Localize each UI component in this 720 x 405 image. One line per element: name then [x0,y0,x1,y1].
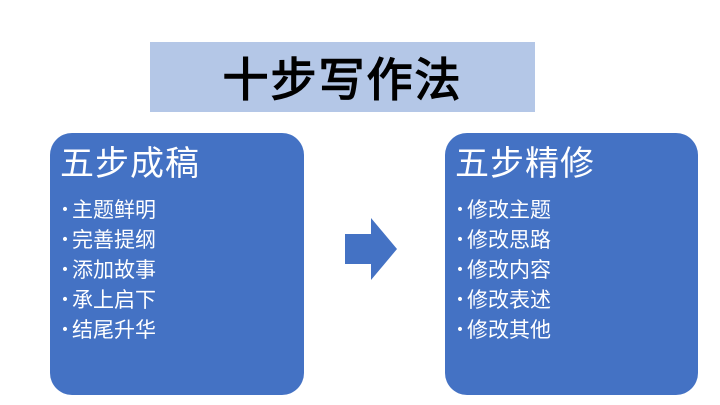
bullet-icon: • [455,322,465,338]
list-item-label: 修改思路 [467,228,551,252]
list-item-label: 结尾升华 [72,318,156,342]
list-item: •修改其他 [455,315,698,345]
bullet-icon: • [455,292,465,308]
page-title: 十步写作法 [222,53,463,107]
bullet-icon: • [60,202,70,218]
right-step-list: •修改主题 •修改思路 •修改内容 •修改表述 •修改其他 [455,195,698,345]
list-item: •结尾升华 [60,315,304,345]
list-item-label: 主题鲜明 [72,198,156,222]
list-item-label: 修改表述 [467,288,551,312]
list-item-label: 修改其他 [467,318,551,342]
right-arrow-icon [345,218,397,280]
list-item: •修改内容 [455,255,698,285]
right-box-title: 五步精修 [455,144,595,184]
list-item: •添加故事 [60,255,304,285]
list-item: •修改表述 [455,285,698,315]
bullet-icon: • [60,322,70,338]
list-item: •完善提纲 [60,225,304,255]
list-item-label: 修改内容 [467,258,551,282]
list-item-label: 完善提纲 [72,228,156,252]
bullet-icon: • [455,202,465,218]
list-item-label: 修改主题 [467,198,551,222]
left-box-title: 五步成稿 [60,144,200,184]
list-item-label: 添加故事 [72,258,156,282]
right-arrow-shape [345,218,397,280]
bullet-icon: • [60,292,70,308]
list-item: •修改主题 [455,195,698,225]
bullet-icon: • [455,232,465,248]
left-step-list: •主题鲜明 •完善提纲 •添加故事 •承上启下 •结尾升华 [60,195,304,345]
list-item: •承上启下 [60,285,304,315]
bullet-icon: • [455,262,465,278]
list-item-label: 承上启下 [72,288,156,312]
bullet-icon: • [60,262,70,278]
right-step-box: 五步精修 •修改主题 •修改思路 •修改内容 •修改表述 •修改其他 [445,133,698,395]
title-banner: 十步写作法 [150,42,535,112]
bullet-icon: • [60,232,70,248]
list-item: •主题鲜明 [60,195,304,225]
left-step-box: 五步成稿 •主题鲜明 •完善提纲 •添加故事 •承上启下 •结尾升华 [50,133,304,395]
list-item: •修改思路 [455,225,698,255]
